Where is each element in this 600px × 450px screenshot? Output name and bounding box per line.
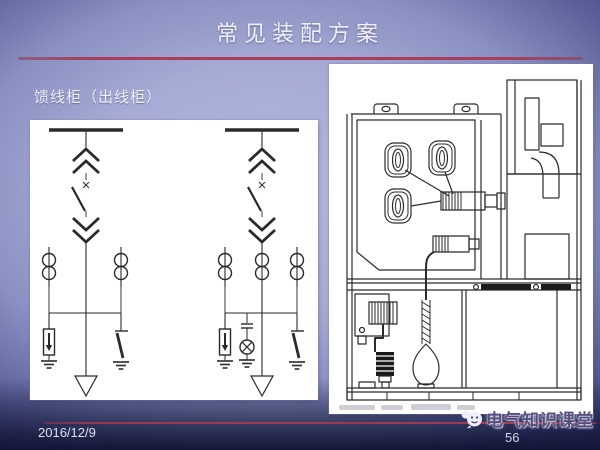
single-line-diagram-panel: [30, 120, 318, 400]
blurred-caption-smudge: [339, 404, 475, 410]
wechat-face-icon: [461, 409, 483, 429]
current-transformer-block: [354, 293, 398, 389]
sld-left: [41, 128, 129, 398]
cabinet-base: [346, 290, 582, 401]
section-label: 馈线柜（出线柜）: [34, 90, 163, 106]
compartment-rails: [347, 278, 581, 291]
breaker-pole-assembly: [404, 169, 506, 253]
cabinet-top-right-compartment: [506, 79, 581, 279]
watermark-text: 电气知识课堂: [486, 411, 594, 430]
bushing-openings: [384, 140, 456, 224]
footer-rule: [44, 422, 597, 424]
cabinet-drawing-panel: [329, 64, 593, 414]
title-underline: [18, 57, 583, 60]
slide-title: 常见装配方案: [215, 21, 384, 46]
slide-date: 2016/12/9: [38, 425, 96, 440]
watermark: 电气知识课堂: [461, 406, 594, 431]
single-line-diagrams: [41, 128, 305, 398]
cable-termination: [412, 251, 440, 389]
sld-right: [217, 128, 305, 398]
page-number: 56: [505, 430, 520, 445]
cable-compartment-tube: [524, 151, 570, 280]
switchgear-cutaway-drawing: [339, 79, 582, 410]
